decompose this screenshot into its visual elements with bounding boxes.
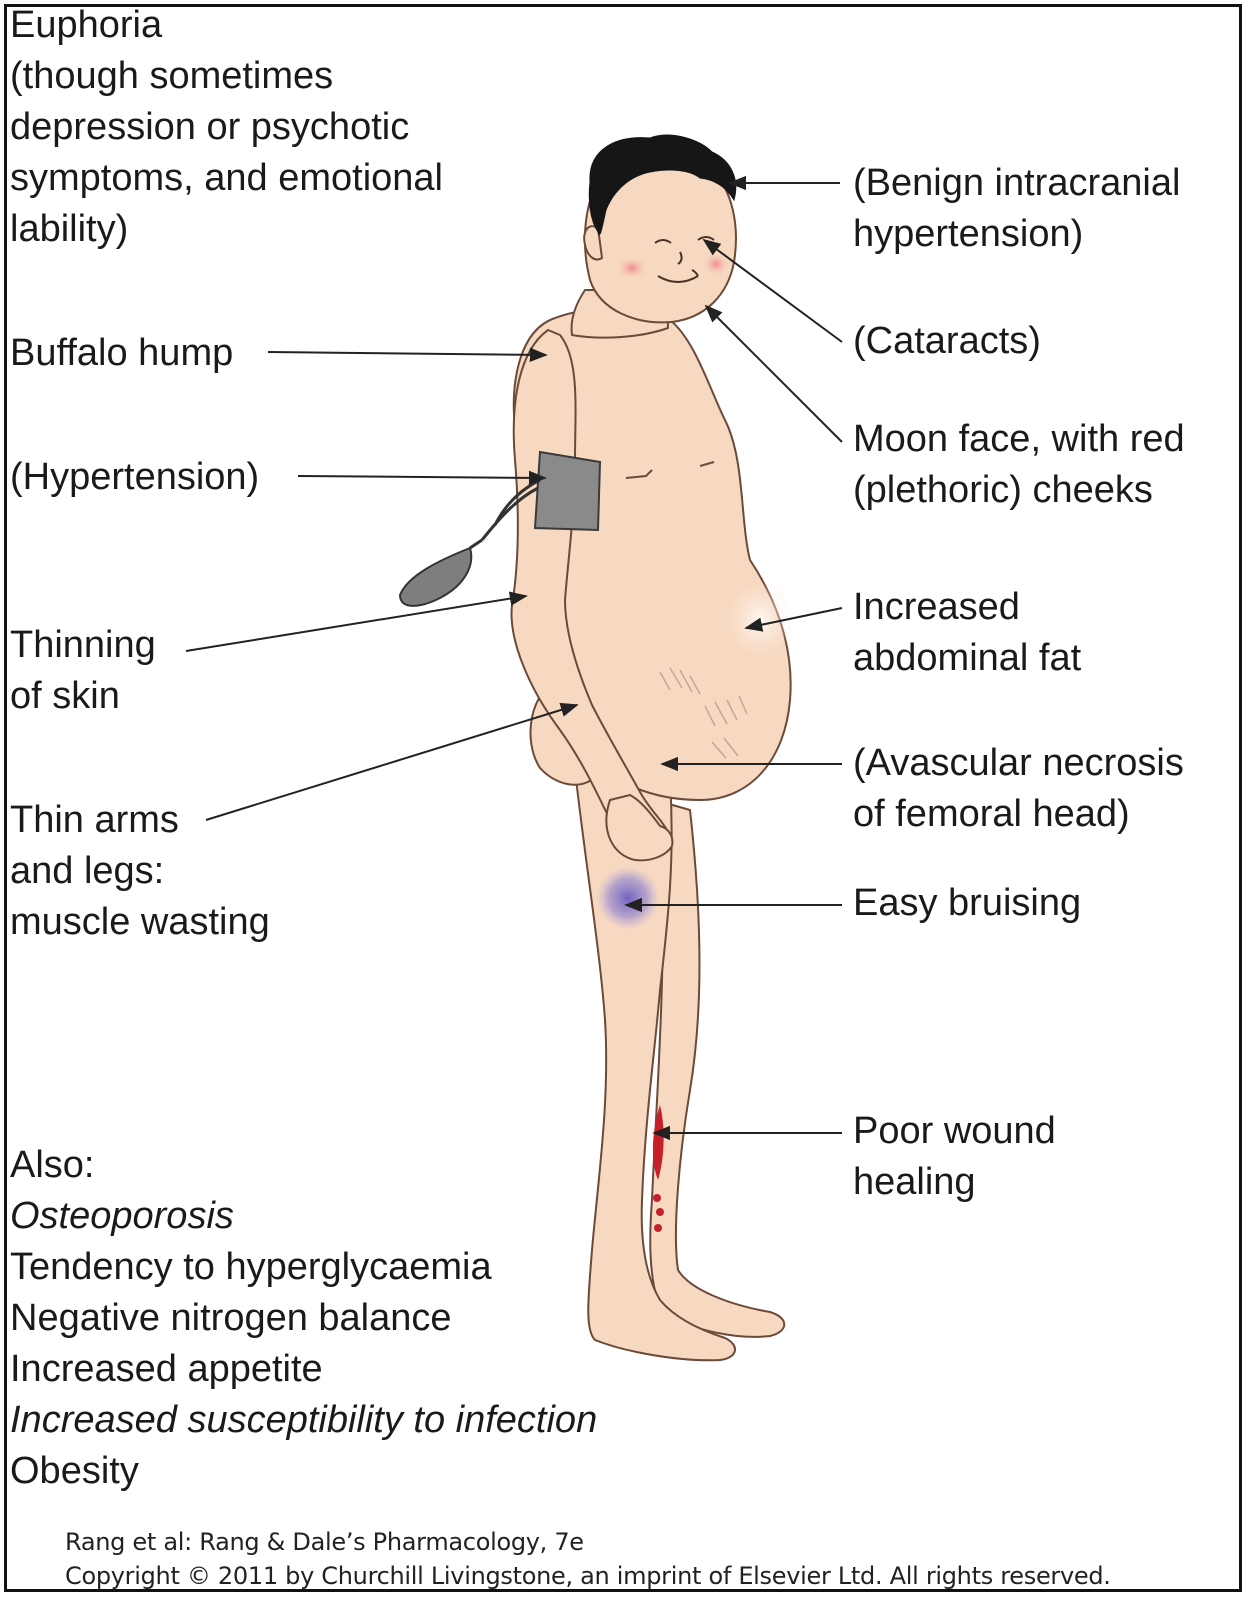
also-item-nitrogen-balance: Negative nitrogen balance <box>10 1297 452 1339</box>
also-item-obesity: Obesity <box>10 1450 139 1492</box>
avascular-line-2: of femoral head) <box>853 793 1130 835</box>
ear <box>583 225 603 261</box>
thinning-skin-line-1: Thinning <box>10 624 156 666</box>
label-euphoria: Euphoria (though sometimes depression or… <box>10 0 443 255</box>
thin-limbs-line-3: muscle wasting <box>10 901 270 943</box>
euphoria-line-1: Euphoria <box>10 4 163 46</box>
label-buffalo-hump: Buffalo hump <box>10 332 234 374</box>
thin-limbs-line-1: Thin arms <box>10 799 179 841</box>
label-cataracts: (Cataracts) <box>853 320 1041 362</box>
striae <box>659 667 748 759</box>
thinning-skin-line-2: of skin <box>10 675 120 717</box>
moon-face-line-2: (plethoric) cheeks <box>853 469 1153 511</box>
line-hypertension <box>297 470 547 486</box>
hand <box>605 794 674 862</box>
euphoria-line-3: depression or psychotic <box>10 106 410 148</box>
annotation-lines <box>185 175 843 1141</box>
euphoria-line-4: symptoms, and emotional <box>10 157 443 199</box>
intracranial-line-1: (Benign intracranial <box>853 162 1181 204</box>
label-hypertension: (Hypertension) <box>10 456 260 498</box>
thin-limbs-line-2: and legs: <box>10 850 165 892</box>
moon-face-line-1: Moon face, with red <box>853 418 1185 460</box>
wound-mark <box>652 1105 664 1232</box>
credit-copyright: Copyright © 2011 by Churchill Livingston… <box>65 1562 1111 1590</box>
right-cheek <box>702 252 730 276</box>
label-bruising: Easy bruising <box>853 882 1082 924</box>
wound-line-2: healing <box>853 1161 976 1203</box>
also-list: Also: Osteoporosis Tendency to hyperglyc… <box>10 1140 597 1497</box>
intracranial-line-2: hypertension) <box>853 213 1084 255</box>
credit-source: Rang et al: Rang & Dale’s Pharmacology, … <box>65 1528 584 1556</box>
also-item-osteoporosis: Osteoporosis <box>10 1195 234 1237</box>
bruise-mark <box>596 866 660 930</box>
label-intracranial: (Benign intracranial hypertension) <box>853 158 1180 260</box>
left-cheek <box>616 256 648 280</box>
chest-lines <box>625 461 715 479</box>
back-leg <box>649 799 786 1338</box>
label-avascular: (Avascular necrosis of femoral head) <box>853 738 1184 840</box>
euphoria-line-5: lability) <box>10 208 129 250</box>
label-wound: Poor wound healing <box>853 1106 1056 1208</box>
line-buffalo-hump <box>267 347 548 363</box>
abdominal-fat-line-1: Increased <box>853 586 1020 628</box>
also-item-appetite: Increased appetite <box>10 1348 323 1390</box>
label-abdominal-fat: Increased abdominal fat <box>853 582 1081 684</box>
also-item-hyperglycaemia: Tendency to hyperglycaemia <box>10 1246 492 1288</box>
label-thin-limbs: Thin arms and legs: muscle wasting <box>10 795 270 948</box>
line-thin-limbs <box>205 702 579 821</box>
line-abdominal-fat <box>744 607 843 632</box>
line-moon-face <box>704 304 843 443</box>
also-item-infection: Increased susceptibility to infection <box>10 1399 598 1441</box>
hair <box>588 134 737 235</box>
line-cataracts <box>702 238 843 343</box>
also-heading: Also: <box>10 1144 95 1186</box>
bp-bulb <box>398 546 473 607</box>
avascular-line-1: (Avascular necrosis <box>853 742 1184 784</box>
wound-line-1: Poor wound <box>853 1110 1056 1152</box>
label-moon-face: Moon face, with red (plethoric) cheeks <box>853 414 1185 516</box>
label-thinning-skin: Thinning of skin <box>10 620 156 722</box>
euphoria-line-2: (though sometimes <box>10 55 334 97</box>
line-thinning-skin <box>185 591 528 652</box>
abdominal-fat-line-2: abdominal fat <box>853 637 1082 679</box>
